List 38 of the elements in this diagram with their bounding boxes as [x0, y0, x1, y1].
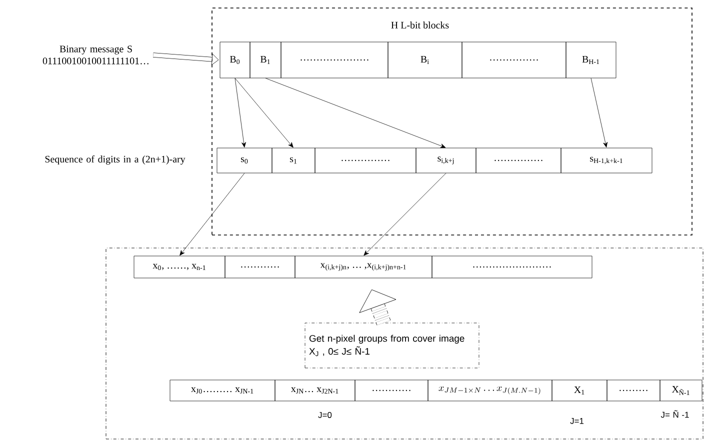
arrow [234, 78, 246, 148]
table-cell: …………………… [432, 256, 592, 278]
process-box: Get n-pixel groups from cover image X$_{J}$ , 0≤ J≤ Ñ-1 [304, 322, 480, 368]
arrow [265, 78, 446, 148]
table-cell: s$_{H-1,k+k-1}$ [560, 148, 652, 174]
table-cell: …………… [314, 148, 416, 174]
annotation-text: J=1 [570, 418, 584, 424]
arrow [364, 173, 446, 256]
table-cell: x$_{J0}$……… x$_{JN-1}$ [170, 380, 276, 402]
annotation-text: Sequence of digits in a (2n+1)-ary [45, 155, 186, 165]
table-cell: ………… [354, 380, 428, 402]
table-cell: B$_{0}$ [220, 42, 250, 78]
table-cell: ………… [224, 256, 296, 278]
hollow-arrow [153, 52, 219, 66]
table-cell: ……… [606, 380, 660, 402]
annotation-text: J= Ñ -1 [660, 410, 689, 418]
arrow [180, 173, 245, 256]
table-cell: s$_{i,k+j}$ [416, 148, 476, 174]
table-cell: s$_{0}$ [216, 148, 272, 174]
table-cell: x$_{0}$, ……, x$_{n-1}$ [134, 256, 226, 278]
table-cell: B$_{1}$ [250, 42, 282, 78]
table-cell: X$_{Ñ-1}$ [660, 380, 702, 402]
table-cell: X$_{1}$ [552, 380, 608, 402]
hollow-arrow [359, 289, 396, 326]
table-cell: x$_{(i,k+j)n}$, … ,x$_{(i,k+j)n+n-1}$ [294, 256, 432, 278]
table-cell: $x_{JM-1 \times N}\ldots x_{J(M.N-1)}$ [428, 380, 552, 402]
table-cell: …………… [476, 148, 562, 174]
table-cell: B$_{H-1}$ [566, 42, 616, 78]
arrow [234, 78, 294, 148]
arrow [590, 78, 608, 148]
dash-dot-frame [106, 248, 704, 440]
annotation-text: J=0 [318, 412, 332, 418]
table-cell: s$_{1}$ [272, 148, 316, 174]
table-cell: x$_{JN}$… x$_{J2N-1}$ [274, 380, 356, 402]
table-cell: B$_{i}$ [388, 42, 462, 78]
message-text: Binary message S 01110010010011111101… [42, 46, 148, 64]
table-cell: ………………… [280, 42, 388, 78]
table-cell: …………… [462, 42, 566, 78]
